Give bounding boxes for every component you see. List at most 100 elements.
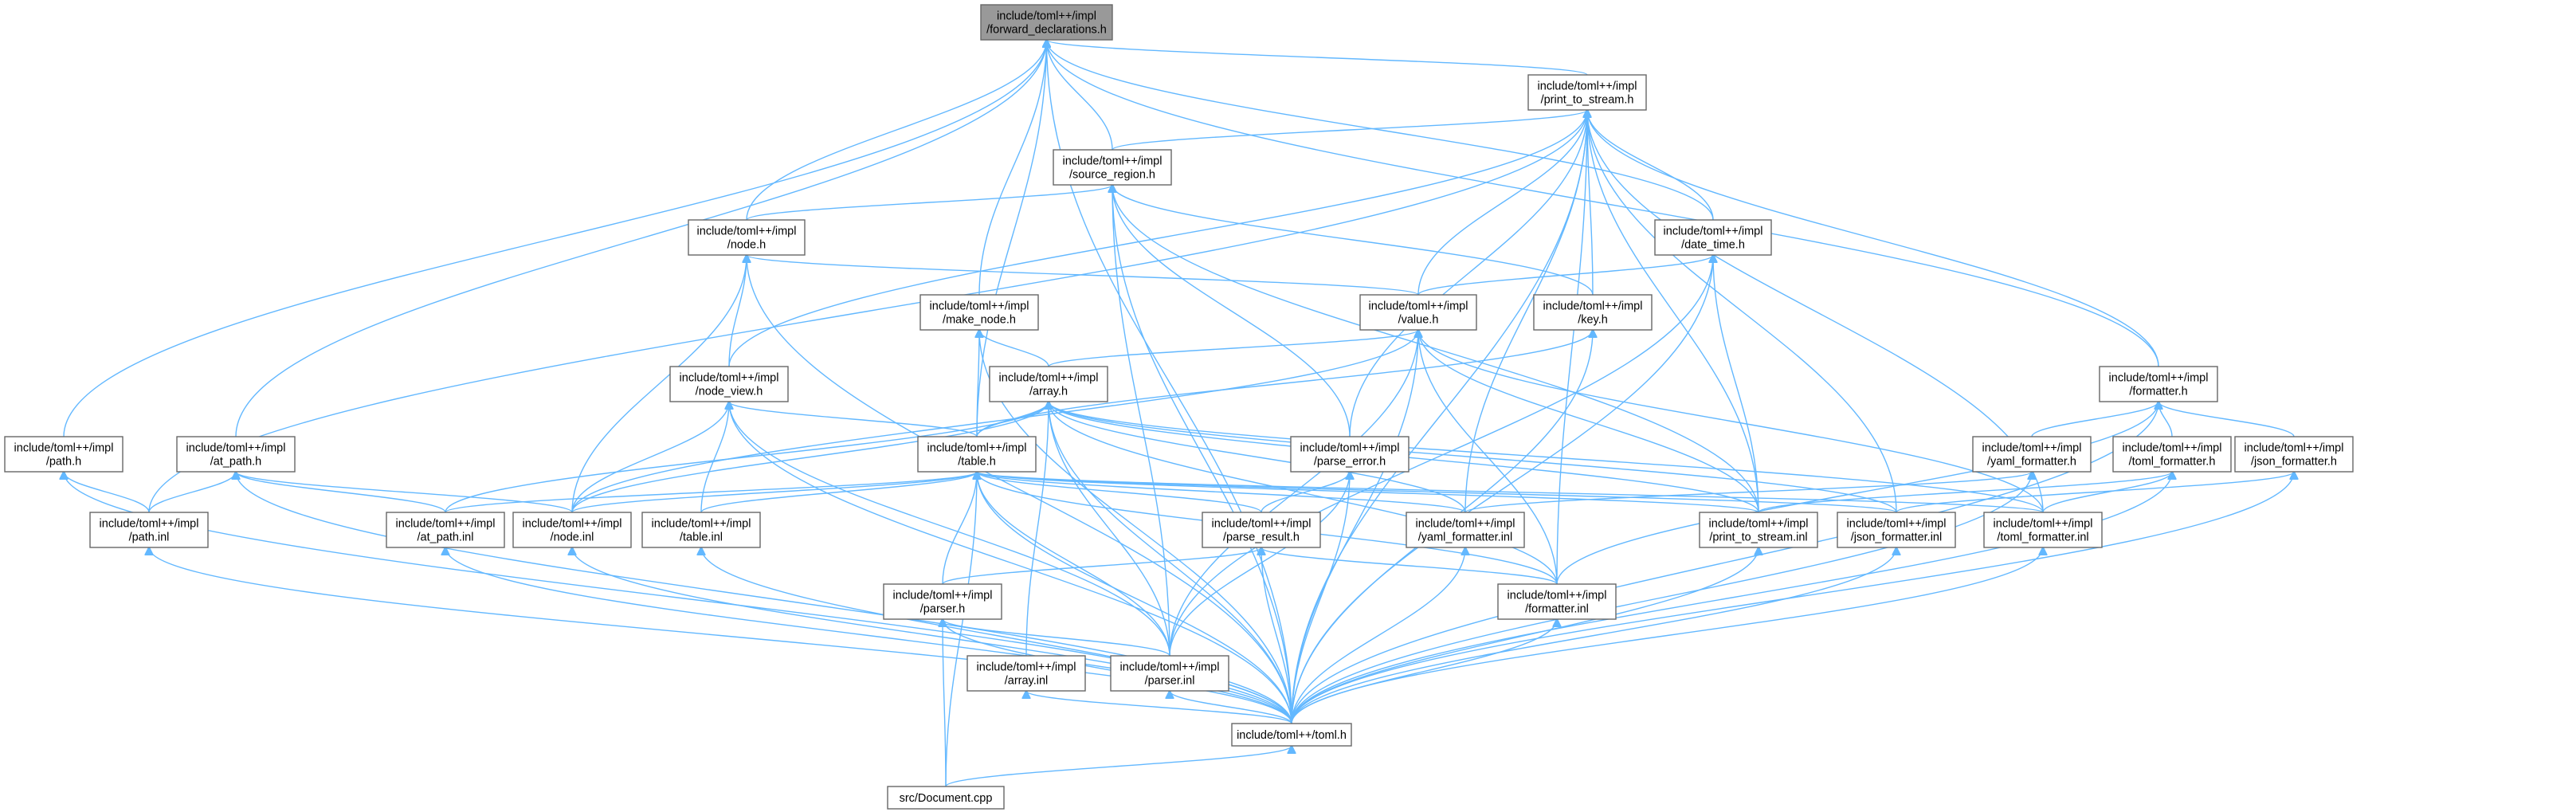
node-yfi[interactable]: include/toml++/impl/yaml_formatter.inl bbox=[1406, 512, 1525, 548]
edge-path-to-fwd bbox=[63, 40, 1047, 437]
node-label-ptsi-1: /print_to_stream.inl bbox=[1709, 532, 1807, 544]
node-atp[interactable]: include/toml++/impl/at_path.h bbox=[176, 436, 296, 473]
node-box-atp bbox=[176, 436, 296, 473]
node-tbli[interactable]: include/toml++/impl/table.inl bbox=[641, 512, 761, 548]
node-label-arri-0: include/toml++/impl bbox=[977, 661, 1076, 674]
node-yfh[interactable]: include/toml++/impl/yaml_formatter.h bbox=[1972, 436, 2092, 473]
node-dt[interactable]: include/toml++/impl/date_time.h bbox=[1654, 219, 1772, 256]
node-mk[interactable]: include/toml++/impl/make_node.h bbox=[919, 294, 1039, 331]
edge-pari-to-src bbox=[1112, 185, 1170, 657]
node-label-fwd-0: include/toml++/impl bbox=[997, 10, 1096, 23]
node-pari[interactable]: include/toml++/impl/parser.inl bbox=[1110, 655, 1229, 692]
edge-pari-to-tbl bbox=[977, 472, 1170, 657]
node-toml[interactable]: include/toml++/toml.h bbox=[1231, 723, 1352, 747]
node-box-fmt bbox=[2099, 366, 2218, 402]
node-label-fmt-1: /formatter.h bbox=[2129, 386, 2187, 398]
edge-toml-to-fmti bbox=[1291, 619, 1557, 724]
node-perr[interactable]: include/toml++/impl/parse_error.h bbox=[1290, 436, 1410, 473]
node-tfi[interactable]: include/toml++/impl/toml_formatter.inl bbox=[1983, 512, 2103, 548]
node-box-pts bbox=[1527, 74, 1647, 111]
node-pathi[interactable]: include/toml++/impl/path.inl bbox=[89, 512, 209, 548]
node-box-pari bbox=[1110, 655, 1229, 692]
edge-toml-to-arr bbox=[1049, 402, 1292, 724]
node-box-fwd bbox=[980, 4, 1113, 41]
node-tbl[interactable]: include/toml++/impl/table.h bbox=[917, 436, 1037, 473]
node-label-yfh-0: include/toml++/impl bbox=[1982, 442, 2082, 455]
edge-yfi-to-tbl bbox=[977, 472, 1466, 513]
edge-toml-to-fmt bbox=[1291, 402, 2158, 724]
edge-ptsi-to-tbl bbox=[977, 472, 1759, 513]
node-jfi[interactable]: include/toml++/impl/json_formatter.inl bbox=[1837, 512, 1956, 548]
node-box-nodei bbox=[512, 512, 632, 548]
node-fwd[interactable]: include/toml++/impl/forward_declarations… bbox=[980, 4, 1113, 41]
edge-val-to-node bbox=[747, 255, 1419, 296]
node-label-arr-0: include/toml++/impl bbox=[999, 372, 1099, 385]
node-pts[interactable]: include/toml++/impl/print_to_stream.h bbox=[1527, 74, 1647, 111]
node-label-parh-1: /parser.h bbox=[920, 603, 965, 616]
edge-tfi-to-tfh bbox=[2042, 472, 2172, 513]
node-label-nv-0: include/toml++/impl bbox=[680, 372, 779, 385]
edge-doc-to-toml bbox=[945, 746, 1292, 787]
edge-src-to-pts bbox=[1112, 110, 1587, 151]
node-doc[interactable]: src/Document.cpp bbox=[887, 786, 1005, 810]
edge-pts-to-fwd bbox=[1047, 40, 1588, 76]
edge-jfi-to-jfh bbox=[1896, 472, 2294, 513]
node-label-tfh-1: /toml_formatter.h bbox=[2129, 456, 2216, 469]
edge-pathi-to-path bbox=[64, 472, 150, 513]
edge-pres-to-tbl bbox=[977, 472, 1262, 513]
edge-tbl-to-nv bbox=[729, 402, 978, 437]
node-jfh[interactable]: include/toml++/impl/json_formatter.h bbox=[2234, 436, 2354, 473]
edge-nodei-to-arr bbox=[571, 402, 1049, 513]
edge-jfh-to-fmt bbox=[2158, 402, 2295, 437]
node-label-doc-0: src/Document.cpp bbox=[900, 792, 993, 805]
edge-mk-to-fwd bbox=[978, 40, 1047, 296]
node-tfh[interactable]: include/toml++/impl/toml_formatter.h bbox=[2112, 436, 2232, 473]
edge-toml-to-jfi bbox=[1291, 547, 1896, 724]
node-fmti[interactable]: include/toml++/impl/formatter.inl bbox=[1497, 583, 1617, 620]
node-label-fmti-1: /formatter.inl bbox=[1525, 603, 1589, 616]
edge-nodei-to-atp bbox=[236, 472, 573, 513]
node-node[interactable]: include/toml++/impl/node.h bbox=[688, 219, 806, 256]
node-atpi[interactable]: include/toml++/impl/at_path.inl bbox=[386, 512, 505, 548]
node-arr[interactable]: include/toml++/impl/array.h bbox=[989, 366, 1108, 402]
node-arri[interactable]: include/toml++/impl/array.inl bbox=[966, 655, 1086, 692]
node-label-node-1: /node.h bbox=[727, 239, 766, 252]
edge-fmt-to-pts bbox=[1587, 110, 2159, 367]
node-label-key-1: /key.h bbox=[1578, 314, 1608, 327]
node-fmt[interactable]: include/toml++/impl/formatter.h bbox=[2099, 366, 2218, 402]
edge-pari-to-arr bbox=[1049, 402, 1170, 657]
edge-jfi-to-tbl bbox=[977, 472, 1897, 513]
node-label-toml-0: include/toml++/toml.h bbox=[1237, 729, 1347, 742]
edge-toml-to-pathi bbox=[149, 547, 1292, 724]
node-box-nv bbox=[669, 366, 789, 402]
edge-yfi-to-yfh bbox=[1464, 472, 2032, 513]
edge-jfi-to-arr bbox=[1049, 402, 1897, 513]
edge-nv-to-node bbox=[728, 255, 747, 367]
node-key[interactable]: include/toml++/impl/key.h bbox=[1533, 294, 1653, 331]
node-src[interactable]: include/toml++/impl/source_region.h bbox=[1053, 149, 1172, 186]
edge-toml-to-perr bbox=[1291, 472, 1350, 724]
node-nodei[interactable]: include/toml++/impl/node.inl bbox=[512, 512, 632, 548]
edge-toml-to-jfh bbox=[1291, 472, 2294, 724]
node-ptsi[interactable]: include/toml++/impl/print_to_stream.inl bbox=[1699, 512, 1818, 548]
node-parh[interactable]: include/toml++/impl/parser.h bbox=[883, 583, 1002, 620]
edge-toml-to-nodei bbox=[572, 547, 1292, 724]
node-label-tbli-1: /table.inl bbox=[680, 532, 723, 544]
node-label-jfi-1: /json_formatter.inl bbox=[1851, 532, 1942, 544]
edge-atpi-to-atp bbox=[236, 472, 446, 513]
edge-ptsi-to-dt bbox=[1713, 255, 1759, 513]
node-val[interactable]: include/toml++/impl/value.h bbox=[1359, 294, 1477, 331]
node-box-key bbox=[1533, 294, 1653, 331]
node-label-yfi-1: /yaml_formatter.inl bbox=[1418, 532, 1512, 544]
node-box-jfh bbox=[2234, 436, 2354, 473]
edge-toml-to-atpi bbox=[445, 547, 1292, 724]
node-label-key-0: include/toml++/impl bbox=[1543, 300, 1643, 313]
node-label-nv-1: /node_view.h bbox=[696, 386, 763, 398]
node-nv[interactable]: include/toml++/impl/node_view.h bbox=[669, 366, 789, 402]
node-label-val-1: /value.h bbox=[1398, 314, 1439, 327]
node-pres[interactable]: include/toml++/impl/parse_result.h bbox=[1202, 512, 1321, 548]
edge-tbl-to-arr bbox=[976, 402, 1049, 437]
node-label-path-1: /path.h bbox=[46, 456, 81, 469]
node-label-atp-1: /at_path.h bbox=[210, 456, 262, 469]
node-path[interactable]: include/toml++/impl/path.h bbox=[4, 436, 124, 473]
